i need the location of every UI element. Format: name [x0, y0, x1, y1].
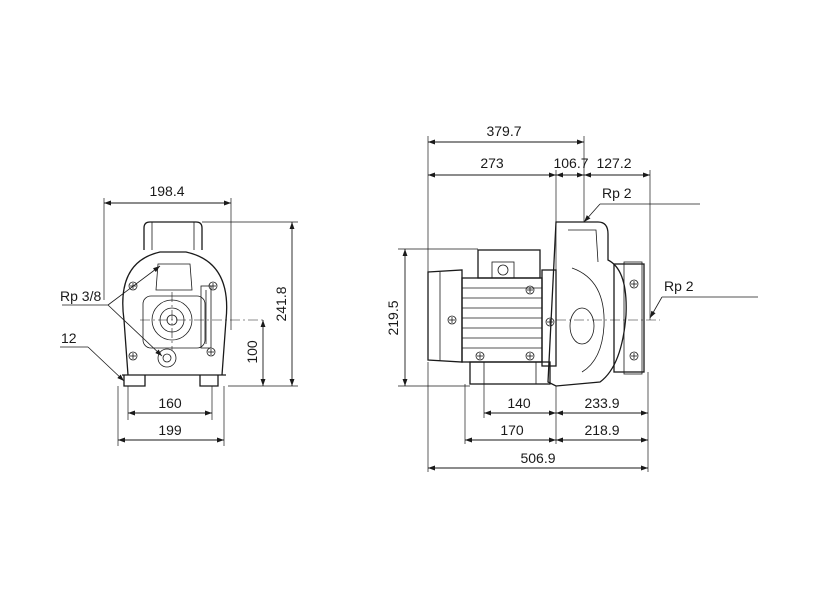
side-screw	[525, 351, 535, 361]
dim-label-127-2: 127.2	[596, 155, 631, 171]
rp2-side-text: Rp 2	[664, 278, 694, 294]
dim-label-170: 170	[500, 422, 524, 438]
front-screw	[206, 347, 216, 357]
dim-side-base-left: 170	[465, 422, 556, 443]
dim-label-379-7: 379.7	[486, 123, 521, 139]
rp-3-8-text: Rp 3/8	[60, 288, 101, 304]
dim-label-506-9: 506.9	[520, 450, 555, 466]
label-12: 12	[60, 330, 125, 382]
side-screw	[475, 351, 485, 361]
label-12-text: 12	[61, 330, 77, 346]
dim-side-overall-bottom: 506.9	[428, 450, 648, 471]
rp2-top-text: Rp 2	[602, 185, 632, 201]
dim-side-height: 219.5	[385, 248, 478, 387]
side-pump-body	[427, 221, 660, 387]
dim-side-overall-top: 379.7	[428, 123, 584, 145]
dim-side-pump-length: 127.2	[584, 155, 650, 178]
label-rp2-top: Rp 2	[583, 185, 700, 223]
dim-side-mid-length: 106.7	[553, 155, 589, 178]
dim-front-shaft-height: 100	[244, 320, 266, 386]
dim-side-base-right: 218.9	[556, 422, 648, 443]
dim-front-foot-outer: 199	[117, 386, 225, 446]
front-pump-body	[122, 221, 265, 387]
dim-side-motor-length: 273	[428, 155, 556, 178]
dim-side-foot-left: 140	[484, 395, 556, 416]
dim-label-140: 140	[507, 395, 531, 411]
dim-label-219-5: 219.5	[385, 300, 401, 335]
label-rp-3-8: Rp 3/8	[60, 265, 163, 357]
side-screw	[629, 279, 639, 289]
front-screw	[208, 281, 218, 291]
dim-label-100: 100	[244, 340, 260, 364]
dim-label-273: 273	[480, 155, 504, 171]
front-view: 198.4 241.8 100 160 199	[60, 183, 298, 446]
dim-label-106-7: 106.7	[553, 155, 588, 171]
dim-label-198-4: 198.4	[149, 183, 184, 199]
side-screw	[525, 285, 535, 295]
side-view: 379.7 273 106.7 127.2 Rp 2 Rp 2	[385, 123, 758, 472]
side-screw	[545, 317, 555, 327]
dim-label-199: 199	[158, 422, 182, 438]
dim-front-foot-inner: 160	[127, 386, 213, 420]
label-rp2-side: Rp 2	[649, 278, 758, 319]
dim-side-foot-right: 233.9	[556, 395, 648, 416]
side-screw	[447, 315, 457, 325]
dim-label-218-9: 218.9	[584, 422, 619, 438]
dim-front-width-top: 198.4	[103, 183, 232, 330]
dim-label-160: 160	[158, 395, 182, 411]
dim-label-241-8: 241.8	[273, 286, 289, 321]
dim-label-233-9: 233.9	[584, 395, 619, 411]
front-screw	[128, 351, 138, 361]
side-screw	[629, 351, 639, 361]
